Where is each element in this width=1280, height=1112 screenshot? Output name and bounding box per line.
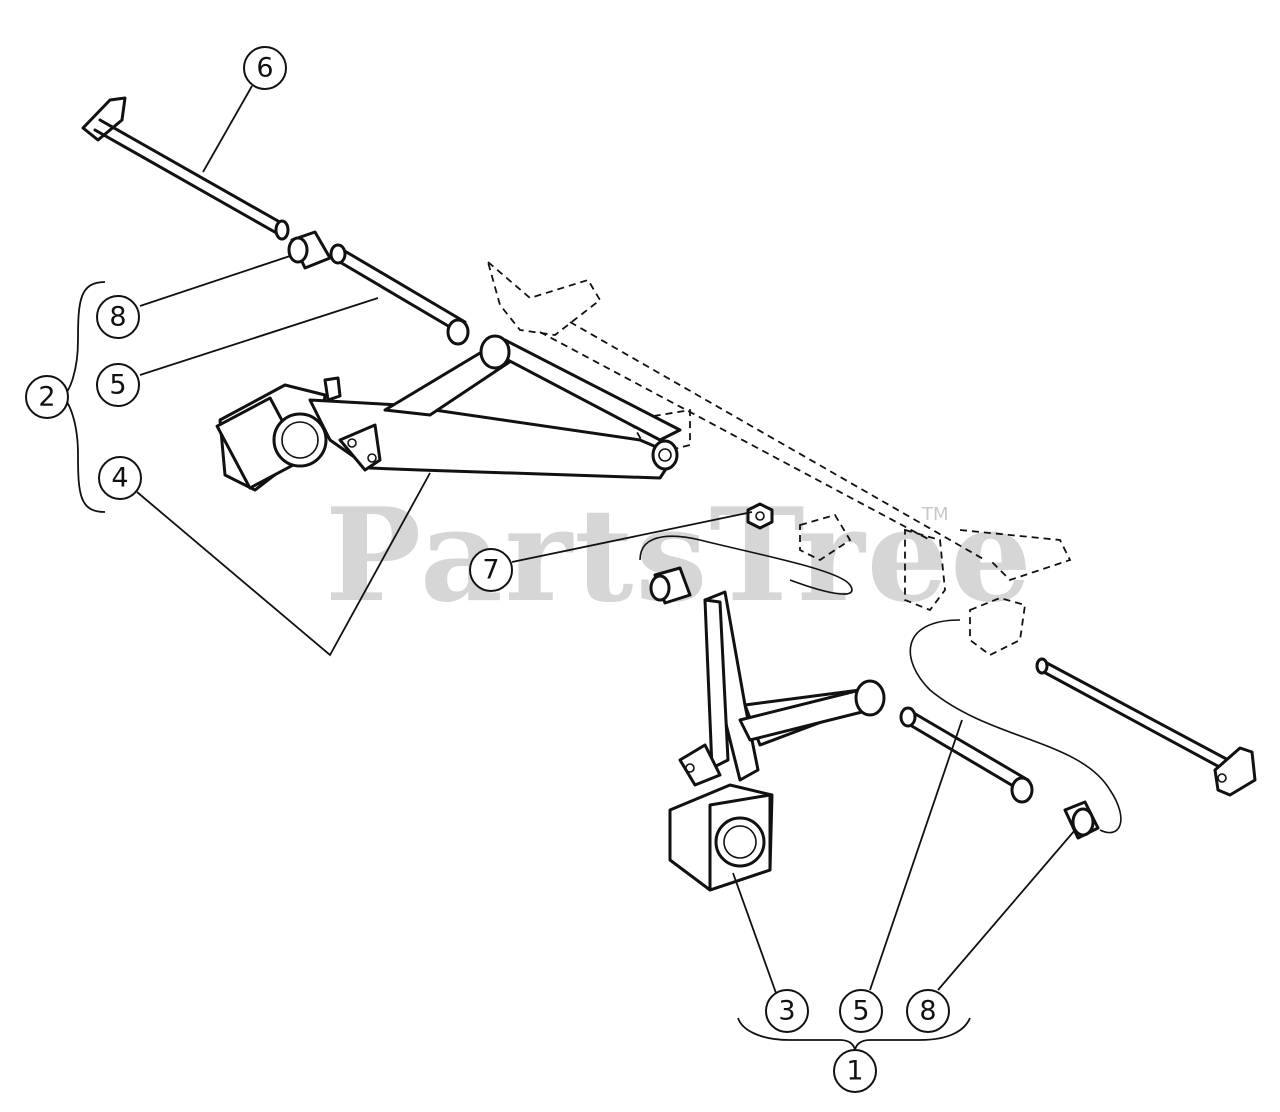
callout-label: 6 [256, 53, 273, 84]
callout-label: 5 [852, 996, 869, 1027]
callout-5-lower: 5 [839, 989, 883, 1033]
watermark-trademark: TM [921, 504, 949, 525]
callout-label: 3 [778, 996, 795, 1027]
axle-arm-upper [215, 334, 682, 492]
group-brackets [60, 281, 971, 1051]
phantom-frame [486, 259, 1072, 657]
callout-label: 2 [38, 382, 55, 413]
callout-label: 1 [846, 1056, 863, 1087]
callout-label: 8 [919, 996, 936, 1027]
callout-3: 3 [765, 989, 809, 1033]
callout-8-lower: 8 [906, 989, 950, 1033]
bushing-upper [287, 230, 332, 270]
callout-4: 4 [98, 456, 142, 500]
callout-label: 5 [109, 370, 126, 401]
spacer-tube-upper [329, 243, 470, 346]
axle-arm-lower [668, 590, 886, 892]
callout-6-top: 6 [243, 46, 287, 90]
callout-7: 7 [469, 548, 513, 592]
pivot-rod-upper [81, 96, 290, 241]
bushing-lower-a [649, 566, 692, 605]
callout-label: 8 [109, 302, 126, 333]
pivot-rod-lower [1035, 657, 1257, 797]
bushing-lower [1063, 800, 1100, 840]
nut-7 [746, 502, 774, 530]
callout-5-upper: 5 [96, 363, 140, 407]
watermark-text: PartsTree [325, 481, 1034, 631]
leader-lines [136, 85, 1076, 994]
spacer-tube-lower [899, 706, 1034, 804]
callout-2: 2 [25, 375, 69, 419]
callout-label: 7 [482, 555, 499, 586]
callout-8-upper: 8 [96, 295, 140, 339]
cable-loop [639, 535, 1122, 834]
callout-label: 4 [111, 463, 128, 494]
callout-1: 1 [833, 1049, 877, 1093]
